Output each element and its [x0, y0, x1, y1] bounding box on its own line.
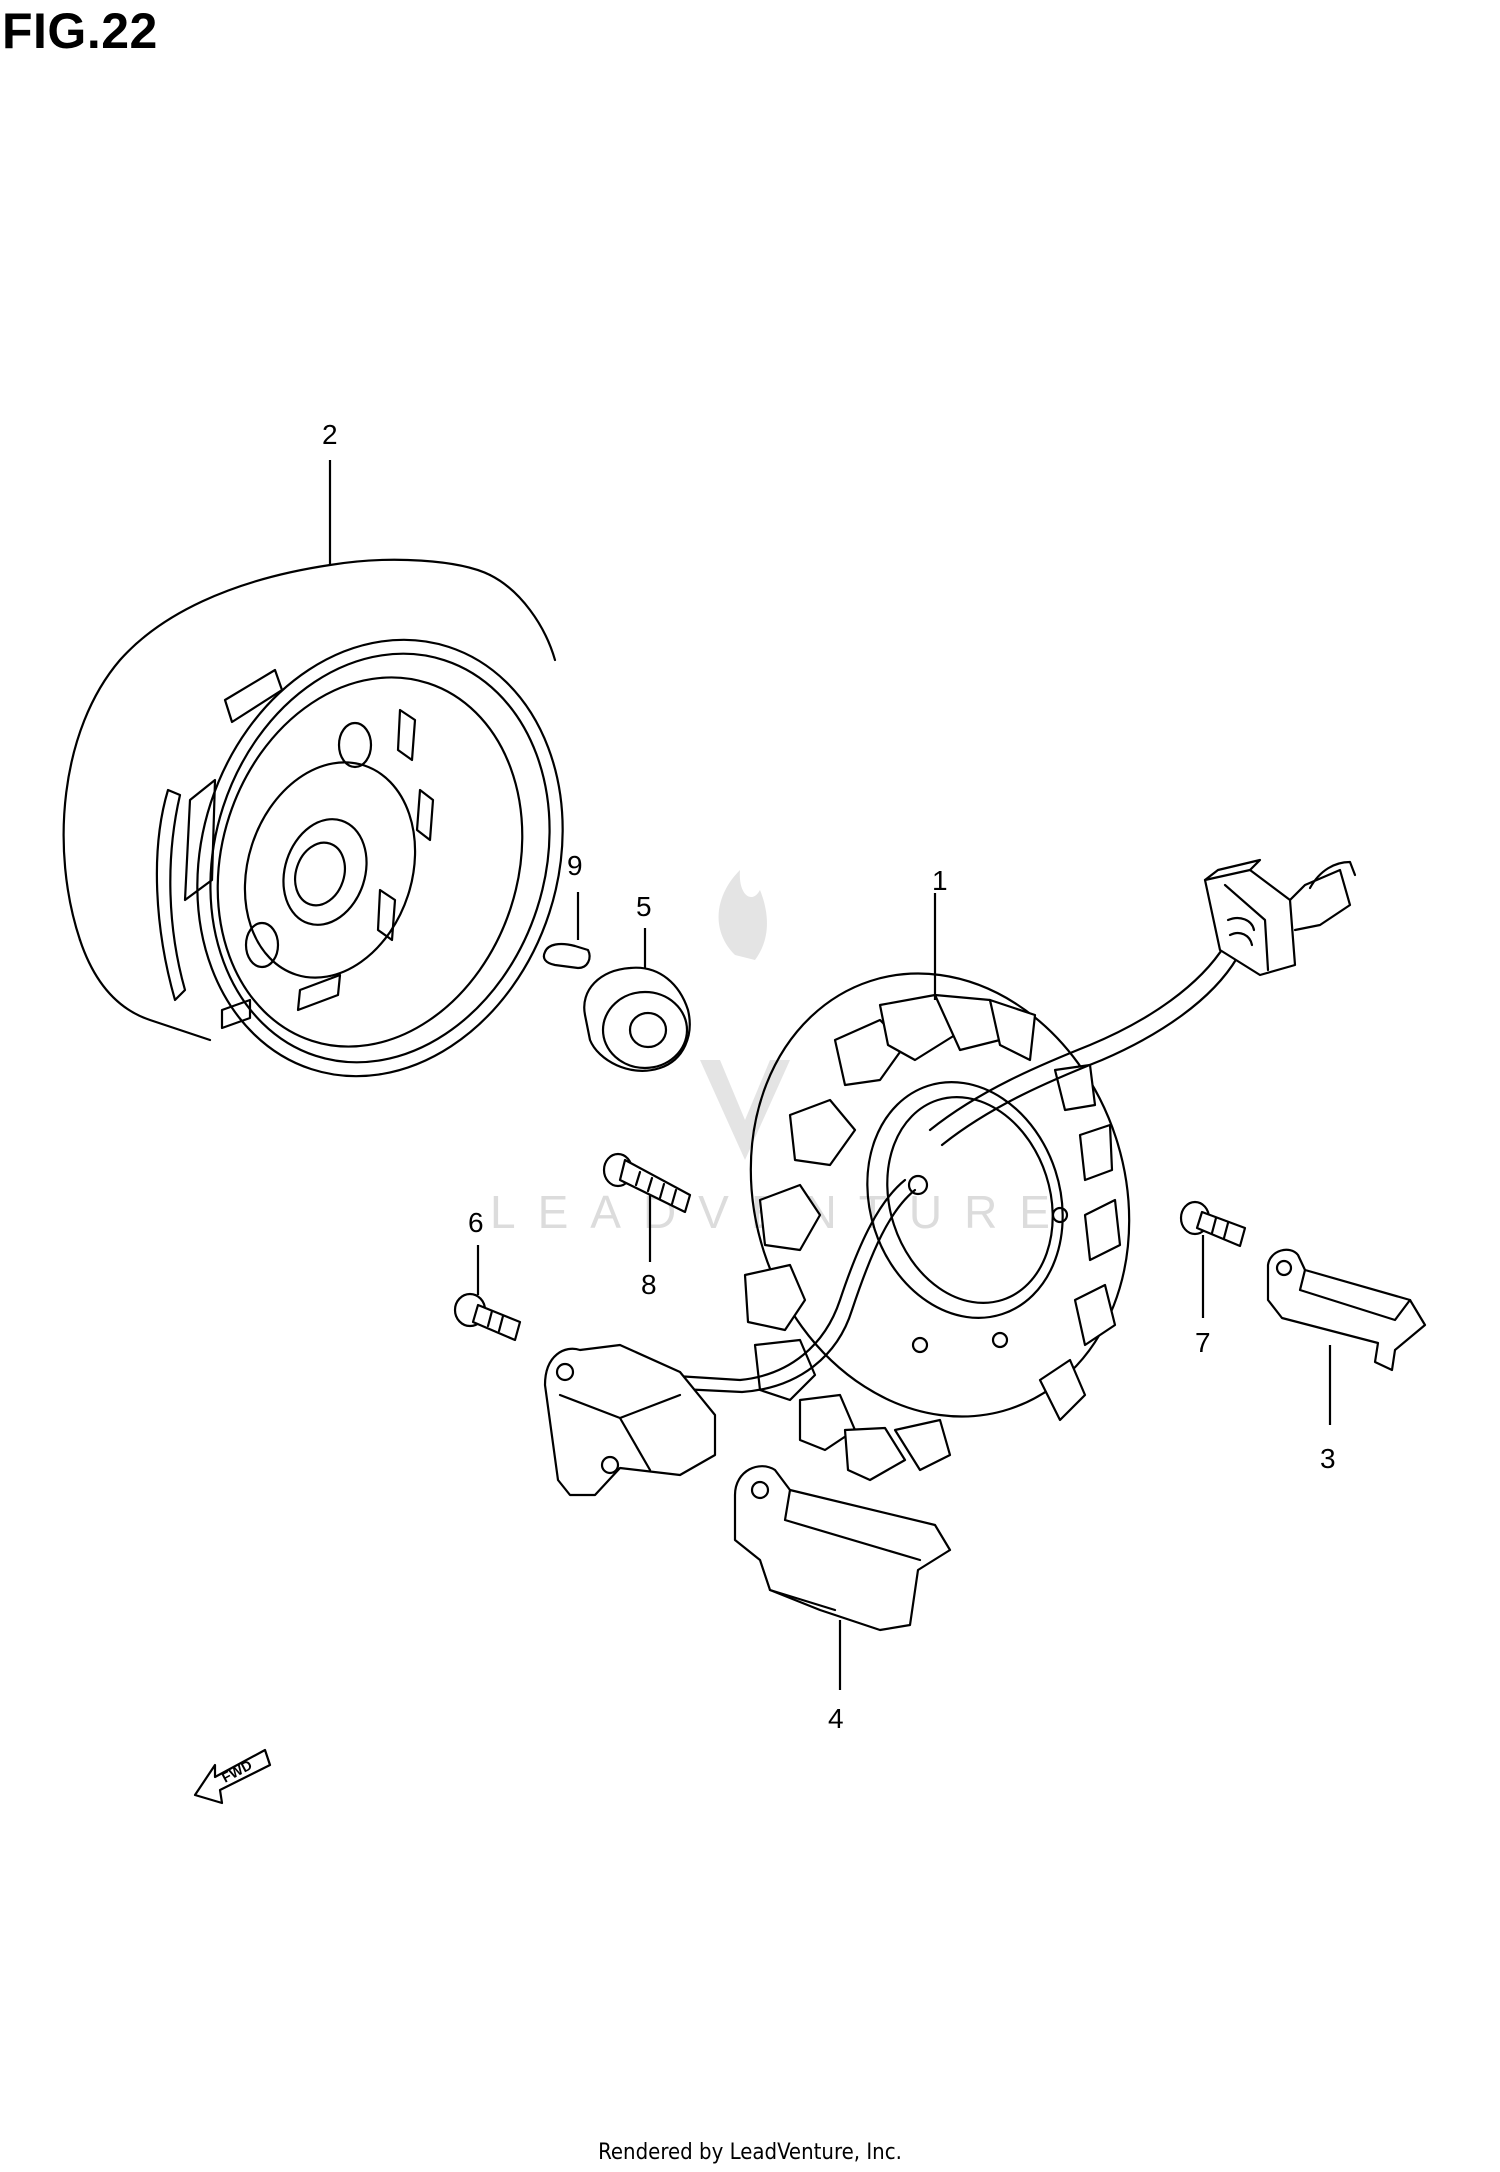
pickup-coil [543, 1343, 717, 1497]
footer-credit: Rendered by LeadVenture, Inc. [598, 2140, 902, 2165]
callout-3: 3 [1320, 1443, 1336, 1474]
part-9-key [542, 942, 591, 970]
part-8-screw [602, 1152, 692, 1214]
callout-1: 1 [932, 865, 948, 896]
fwd-arrow-icon: FWD [193, 1748, 272, 1805]
callout-6: 6 [468, 1207, 484, 1238]
callout-2: 2 [322, 419, 338, 450]
part-2-flywheel [62, 558, 564, 1078]
part-5-nut [583, 966, 691, 1072]
leader-lines [328, 460, 1332, 1690]
callout-8: 8 [641, 1269, 657, 1300]
part-4-bracket [733, 1465, 952, 1632]
part-6-screw [453, 1292, 522, 1342]
part-7-screw [1179, 1200, 1247, 1248]
callout-9: 9 [567, 850, 583, 881]
callout-labels: 1 2 3 4 5 6 7 8 9 [322, 419, 1336, 1734]
callout-7: 7 [1195, 1327, 1211, 1358]
callout-5: 5 [636, 891, 652, 922]
part-1-stator [658, 858, 1357, 1482]
figure-title: FIG.22 [2, 3, 158, 59]
part-3-bracket [1266, 1248, 1427, 1372]
callout-4: 4 [828, 1703, 844, 1734]
